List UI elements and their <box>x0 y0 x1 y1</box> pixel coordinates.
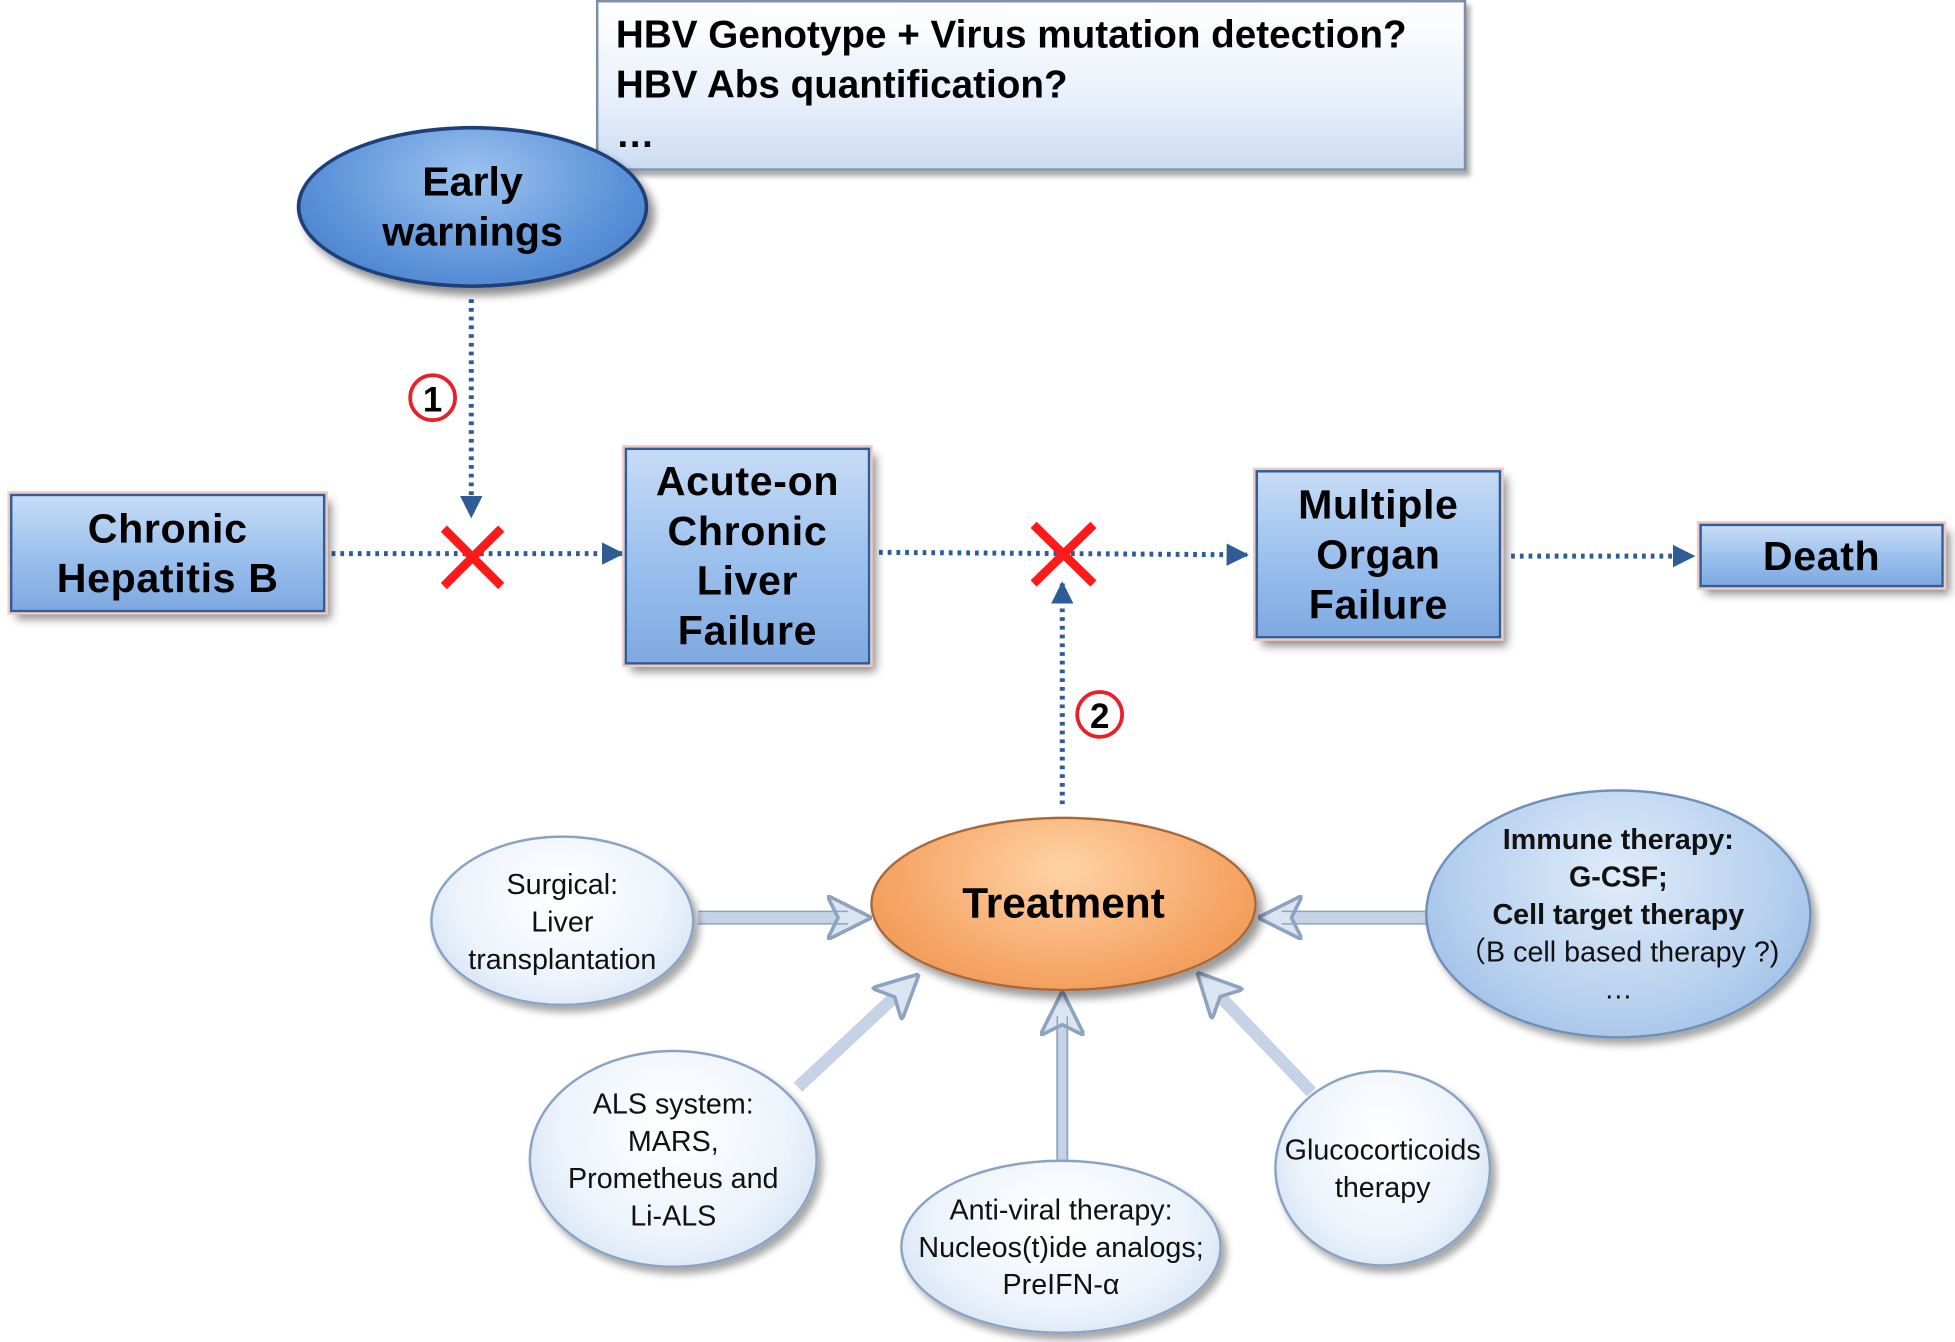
stage-chronic-hepatitis-b: Chronic Hepatitis B <box>9 493 326 613</box>
early-warnings-oval: Early warnings <box>296 125 649 289</box>
therapy-immune: Immune therapy: G-CSF; Cell target thera… <box>1425 789 1812 1039</box>
therapy-antiviral: Anti-viral therapy: Nucleos(t)ide analog… <box>900 1159 1222 1335</box>
svg-text:2: 2 <box>1090 697 1109 736</box>
stage-death: Death <box>1699 523 1944 588</box>
block-x-1 <box>440 525 505 590</box>
step-marker-1: 1 <box>408 373 457 423</box>
note-line-genotype: HBV Genotype + Virus mutation detection? <box>615 12 1407 57</box>
therapy-glucocorticoids: Glucocorticoids therapy <box>1274 1069 1492 1267</box>
treatment-oval: Treatment <box>870 816 1257 992</box>
arrow-als-to-treatment <box>793 980 913 1092</box>
arrow-gluco-to-treatment <box>1203 979 1317 1097</box>
note-line-ellipsis: … <box>615 112 655 156</box>
svg-text:1: 1 <box>423 380 442 419</box>
note-box: HBV Genotype + Virus mutation detection?… <box>595 0 1467 171</box>
therapy-surgical: Surgical: Liver transplantation <box>430 835 695 1007</box>
block-x-2 <box>1030 521 1097 587</box>
stage-aclf: Acute-on Chronic Liver Failure <box>624 447 871 665</box>
note-line-abs: HBV Abs quantification? <box>615 62 1068 106</box>
stage-multiple-organ-failure: Multiple Organ Failure <box>1255 470 1502 639</box>
step-marker-2: 2 <box>1075 690 1124 739</box>
therapy-als: ALS system: MARS, Prometheus and Li-ALS <box>528 1049 818 1268</box>
